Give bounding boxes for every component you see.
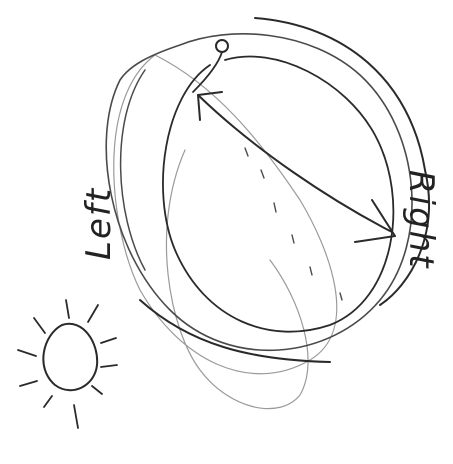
bottom-right-arrowhead [355, 200, 395, 242]
sun-ray-3 [101, 338, 116, 343]
sun-ray-4 [101, 365, 117, 367]
sun-ray-9 [18, 350, 36, 356]
sun-ray-2 [88, 305, 98, 322]
sun-icon [43, 324, 97, 390]
meridian-dash-6 [340, 293, 342, 300]
sun-ray-8 [20, 381, 37, 386]
meridian-dash-2 [261, 170, 264, 178]
sun-ray-7 [44, 396, 52, 407]
sun-ray-1 [66, 300, 69, 318]
pole-stroke [193, 52, 222, 92]
sun-ray-6 [74, 405, 78, 428]
meridian-dash-5 [310, 267, 312, 275]
pole-circle [216, 40, 228, 52]
right-label: Right [401, 170, 441, 270]
meridian-dash-1 [245, 148, 248, 156]
sun-ray-10 [34, 318, 45, 333]
meridian-dash-3 [274, 203, 276, 212]
meridian-dash-4 [292, 235, 294, 243]
left-label: Left [79, 187, 119, 260]
sphere-outline [106, 34, 412, 350]
sun-ray-5 [92, 386, 102, 394]
